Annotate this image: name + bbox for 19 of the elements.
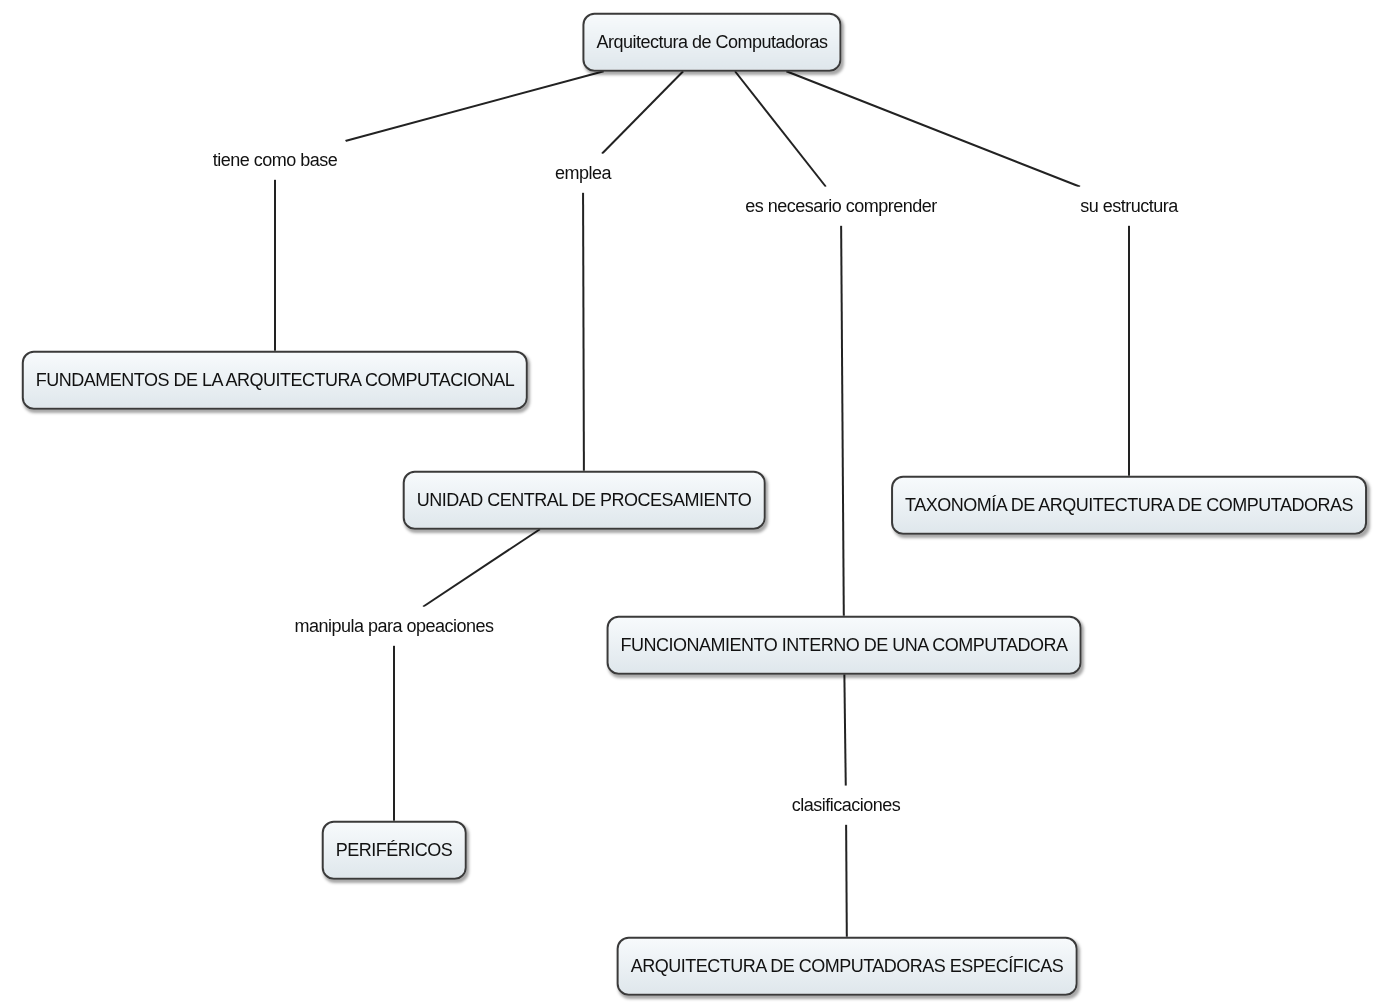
connector-line (600, 70, 685, 155)
concept-box: FUNCIONAMIENTO INTERNO DE UNA COMPUTADORA (606, 615, 1082, 675)
concept-box: FUNDAMENTOS DE LA ARQUITECTURA COMPUTACIONAL (21, 350, 529, 410)
connector-line (344, 70, 605, 142)
connector-line (422, 528, 541, 608)
concept-box: ARQUITECTURA DE COMPUTADORAS ESPECÍFICAS (616, 936, 1078, 996)
connector-line (734, 70, 827, 188)
connector-line (840, 224, 845, 617)
connector-line (845, 823, 848, 938)
connector-line (1128, 224, 1130, 477)
connector-line (393, 644, 395, 822)
concept-box: TAXONOMÍA DE ARQUITECTURA DE COMPUTADORAS (891, 475, 1367, 535)
concept-box: UNIDAD CENTRAL DE PROCESAMIENTO (402, 470, 766, 530)
connector-line (785, 70, 1082, 188)
concept-box: Arquitectura de Computadoras (582, 12, 842, 72)
connector-line (843, 673, 847, 787)
connector-line (274, 178, 276, 352)
connector-line (582, 191, 585, 472)
concept-box: PERIFÉRICOS (321, 820, 467, 880)
